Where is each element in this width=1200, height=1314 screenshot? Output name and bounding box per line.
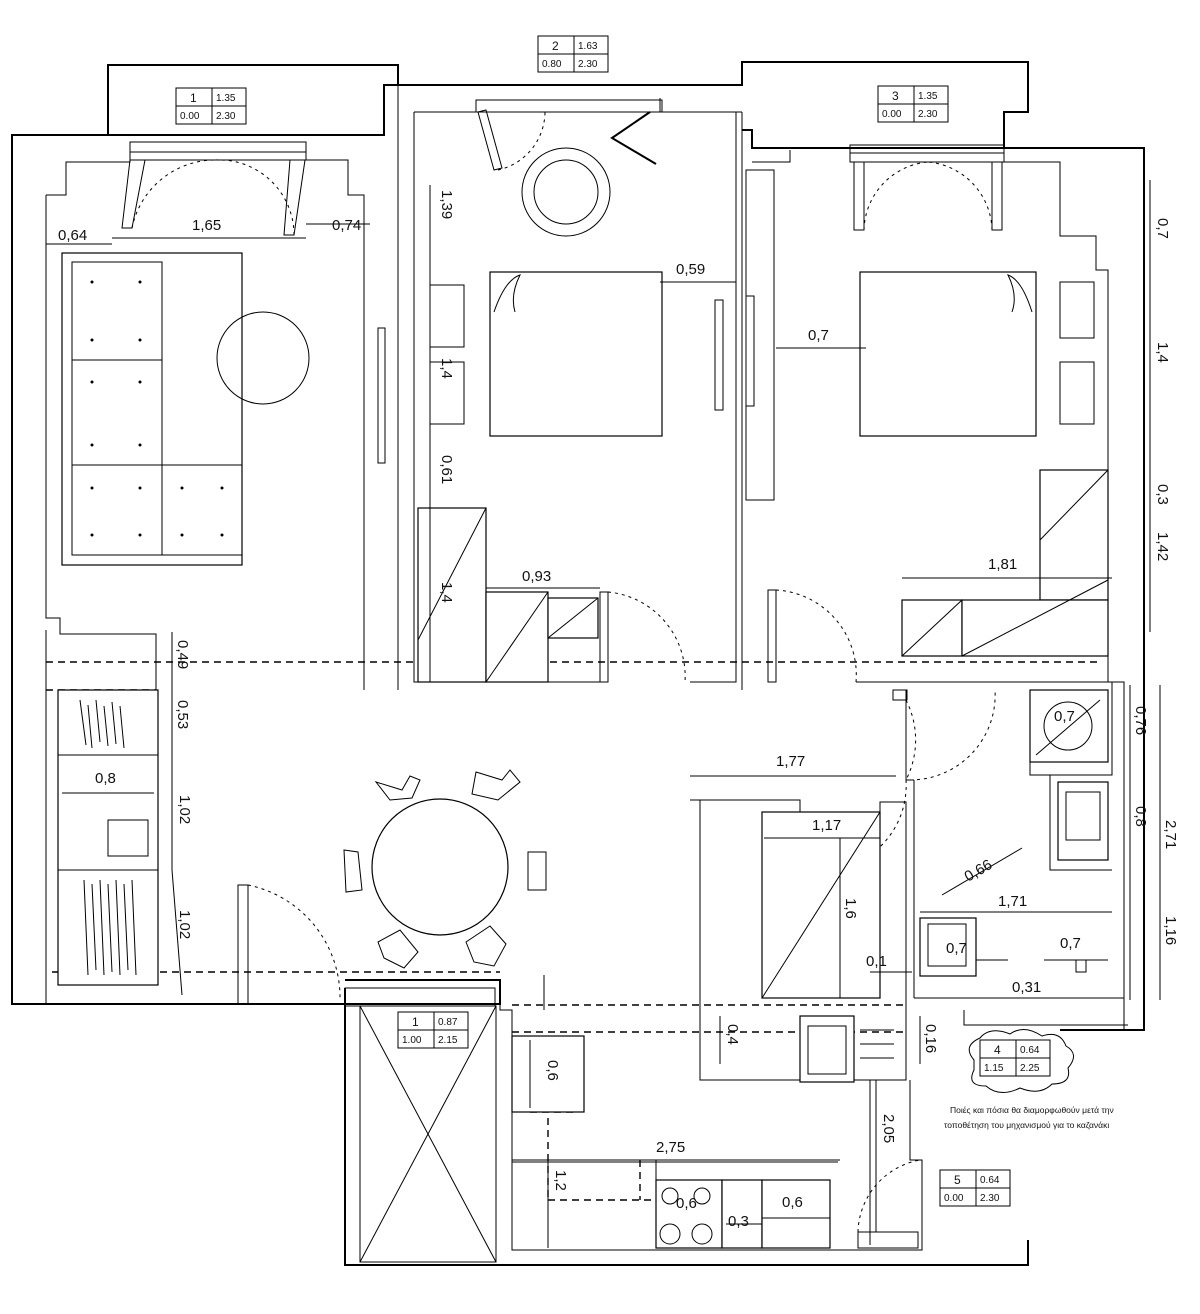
bath-sink	[799, 1015, 855, 1083]
dim-label: 1,4	[438, 582, 455, 603]
dim-label: 0,7	[1154, 218, 1171, 239]
dim-label: 0,7	[1060, 935, 1081, 952]
dim-label: 0,66	[962, 856, 996, 885]
dim-label: 1,6	[842, 898, 859, 919]
dim-label: 1,71	[998, 893, 1027, 910]
window-tag: 1 0.87 1.00 2.15	[397, 1011, 469, 1049]
svg-text:0.64: 0.64	[1020, 1045, 1040, 1056]
dim-label: 1,65	[192, 217, 221, 234]
dim-label: 1,4	[1154, 342, 1171, 363]
svg-text:0.00: 0.00	[180, 111, 200, 122]
kitchen-furniture	[359, 1005, 871, 1263]
dim-label: 1,81	[988, 556, 1017, 573]
svg-text:2.30: 2.30	[918, 109, 938, 120]
window-tag: 4 0.64 1.15 2.25	[968, 1029, 1074, 1093]
dim-label: 1,17	[812, 817, 841, 834]
svg-text:1.35: 1.35	[216, 93, 236, 104]
dim-label: 0,93	[522, 568, 551, 585]
dim-label: 2,75	[656, 1139, 685, 1156]
dim-label: 0,53	[174, 700, 191, 729]
svg-text:4: 4	[994, 1043, 1001, 1057]
svg-text:1: 1	[412, 1015, 419, 1029]
round-coffee-table	[216, 311, 310, 405]
dim-label: 0,8	[1132, 806, 1149, 827]
svg-text:1.00: 1.00	[402, 1035, 422, 1046]
dim-label: 0,49	[174, 640, 191, 669]
svg-text:0.80: 0.80	[542, 59, 562, 70]
round-dining-table	[371, 798, 509, 936]
outer-walls	[11, 61, 1145, 1266]
dim-label: 0,6	[544, 1060, 561, 1081]
dim-label: 1,16	[1162, 916, 1179, 945]
bed-3	[859, 271, 1037, 437]
svg-text:0.87: 0.87	[438, 1017, 458, 1028]
svg-text:1.35: 1.35	[918, 91, 938, 102]
dim-label: 0,7	[1054, 708, 1075, 725]
dim-label: 0,16	[922, 1024, 939, 1053]
installation-note: Ποιές και πόσια θα διαμορφωθούν μετά την…	[944, 1105, 1114, 1130]
svg-text:2.30: 2.30	[578, 59, 598, 70]
dim-label: 1,2	[552, 1170, 569, 1191]
svg-text:2.15: 2.15	[438, 1035, 458, 1046]
dim-label: 2,05	[880, 1114, 897, 1143]
svg-text:1.63: 1.63	[578, 41, 598, 52]
dim-label: 1,4	[438, 358, 455, 379]
svg-text:2: 2	[552, 39, 559, 53]
corridor-wardrobe	[57, 689, 159, 986]
svg-text:3: 3	[892, 89, 899, 103]
dim-label: 0,3	[1154, 484, 1171, 505]
dim-label: 0,8	[95, 770, 116, 787]
svg-text:5: 5	[954, 1173, 961, 1187]
dim-label: 0,74	[332, 217, 361, 234]
dim-label: 0,31	[1012, 979, 1041, 996]
dim-label: 0,6	[782, 1194, 803, 1211]
svg-text:2.25: 2.25	[1020, 1063, 1040, 1074]
dim-label: 0,61	[438, 455, 455, 484]
dim-label: 0,1	[866, 953, 887, 970]
dim-label: 0,6	[676, 1195, 697, 1212]
dimension-labels: 0,64 1,65 0,74 1,39 0,59 1,4 0,61 1,4 0,…	[58, 190, 1179, 1230]
window-tag: 3 1.35 0.00 2.30	[877, 85, 949, 123]
window-tag: 2 1.63 0.80 2.30	[537, 35, 609, 73]
dim-label: 1,02	[176, 910, 193, 939]
round-chair	[521, 147, 611, 237]
bed-2	[489, 271, 663, 437]
dim-label: 0,3	[728, 1213, 749, 1230]
svg-text:2.30: 2.30	[216, 111, 236, 122]
window-tag: 5 0.64 0.00 2.30	[939, 1169, 1011, 1207]
dim-label: 0,64	[58, 227, 87, 244]
dim-label: 1,77	[776, 753, 805, 770]
window-tag: 1 1.35 0.00 2.30	[175, 87, 247, 125]
dim-label: 1,02	[176, 795, 193, 824]
svg-text:0.00: 0.00	[944, 1193, 964, 1204]
sofa	[61, 252, 243, 566]
dim-label: 0,7	[946, 940, 967, 957]
dim-label: 1,42	[1154, 532, 1171, 561]
dim-label: 0,59	[676, 261, 705, 278]
dim-label: 0,76	[1132, 706, 1149, 735]
windows	[129, 99, 1005, 1249]
svg-text:Ποιές και πόσια θα διαμορφωθού: Ποιές και πόσια θα διαμορφωθούν μετά την	[950, 1105, 1114, 1115]
bedroom-2-furniture	[417, 147, 663, 683]
dimension-lines	[46, 180, 1161, 1248]
svg-text:2.30: 2.30	[980, 1193, 1000, 1204]
svg-text:1.15: 1.15	[984, 1063, 1004, 1074]
svg-text:1: 1	[190, 91, 197, 105]
svg-text:0.00: 0.00	[882, 109, 902, 120]
cooktop	[655, 1179, 723, 1249]
living-room-furniture	[61, 252, 310, 566]
bedroom-3-furniture	[745, 169, 1109, 657]
bathroom-furniture	[761, 689, 1109, 1083]
dim-label: 0,7	[808, 327, 829, 344]
svg-text:τοποθέτηση του μηχανισμού για: τοποθέτηση του μηχανισμού για το καζανάκ…	[944, 1120, 1109, 1130]
dim-label: 1,39	[438, 190, 455, 219]
dim-label: 0,4	[724, 1024, 741, 1045]
dining-set	[343, 769, 547, 969]
dim-label: 2,71	[1162, 820, 1179, 849]
svg-text:0.64: 0.64	[980, 1175, 1000, 1186]
